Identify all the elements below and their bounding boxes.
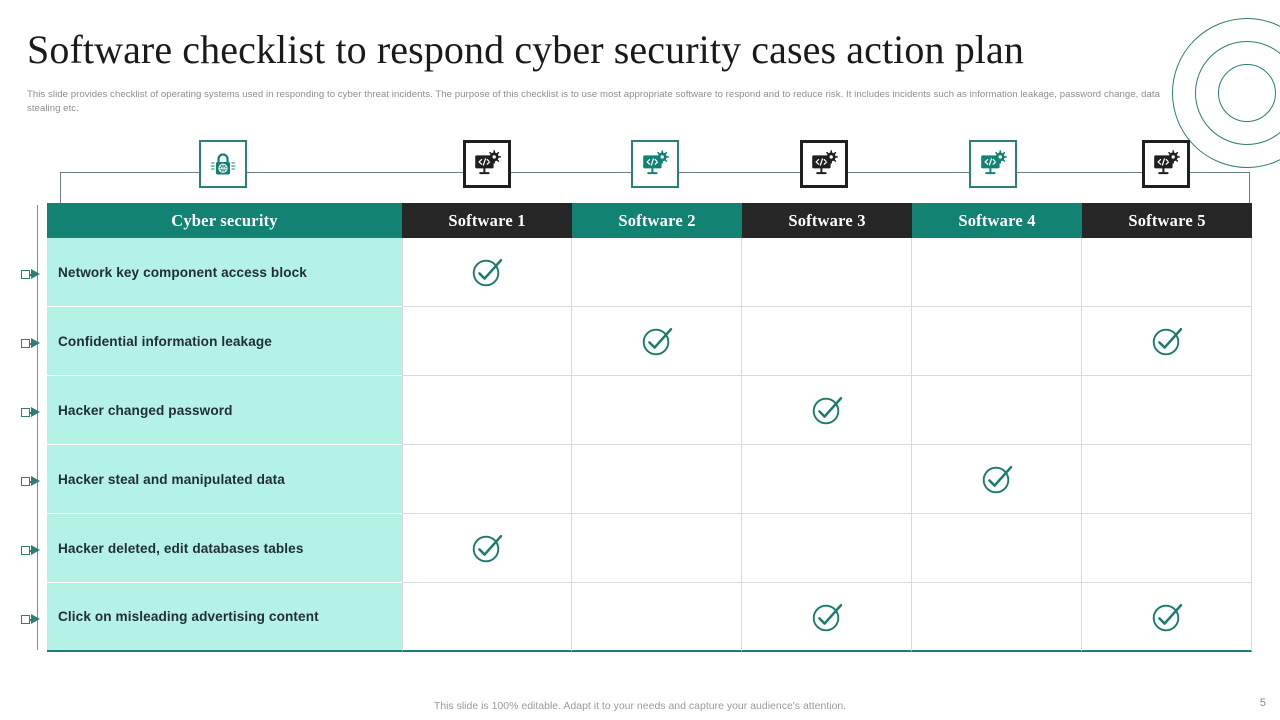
footer-note: This slide is 100% editable. Adapt it to… (433, 700, 847, 712)
table-header-software-4[interactable]: Software 4 (912, 203, 1082, 238)
checked-cell[interactable] (402, 514, 572, 583)
monitor-code-gear-icon (1142, 140, 1190, 188)
empty-cell[interactable] (742, 445, 912, 514)
table-header-cyber-security[interactable]: Cyber security (47, 203, 402, 238)
page-subtitle: This slide provides checklist of operati… (27, 89, 1160, 114)
table-row: Hacker changed password (47, 376, 1252, 445)
arrow-head (31, 338, 40, 348)
checked-cell[interactable] (742, 583, 912, 652)
empty-cell[interactable] (912, 238, 1082, 307)
row-arrow-marker (21, 269, 45, 281)
checked-cell[interactable] (742, 376, 912, 445)
empty-cell[interactable] (742, 307, 912, 376)
table-header-software-1[interactable]: Software 1 (402, 203, 572, 238)
empty-cell[interactable] (1082, 376, 1252, 445)
table-row: Hacker deleted, edit databases tables (47, 514, 1252, 583)
check-circle-icon (809, 392, 845, 428)
empty-cell[interactable] (912, 514, 1082, 583)
table-header-software-3[interactable]: Software 3 (742, 203, 912, 238)
page-number: 5 (1259, 697, 1266, 709)
empty-cell[interactable] (1082, 514, 1252, 583)
row-label: Confidential information leakage (47, 307, 402, 376)
empty-cell[interactable] (742, 238, 912, 307)
rail-left-drop-line (60, 172, 61, 208)
check-circle-icon (1149, 323, 1185, 359)
empty-cell[interactable] (402, 445, 572, 514)
checked-cell[interactable] (402, 238, 572, 307)
row-arrow-marker (21, 545, 45, 557)
table-row: Hacker steal and manipulated data (47, 445, 1252, 514)
empty-cell[interactable] (572, 376, 742, 445)
check-circle-icon (469, 254, 505, 290)
row-label: Hacker changed password (47, 376, 402, 445)
empty-cell[interactable] (402, 307, 572, 376)
ring-inner (1218, 64, 1276, 122)
checked-cell[interactable] (1082, 307, 1252, 376)
row-arrow-marker (21, 476, 45, 488)
empty-cell[interactable] (572, 583, 742, 652)
row-arrow-marker (21, 407, 45, 419)
empty-cell[interactable] (402, 583, 572, 652)
arrow-head (31, 545, 40, 555)
monitor-code-gear-icon (631, 140, 679, 188)
empty-cell[interactable] (402, 376, 572, 445)
table-row: Confidential information leakage (47, 307, 1252, 376)
empty-cell[interactable] (912, 376, 1082, 445)
page-title: Software checklist to respond cyber secu… (27, 27, 1024, 72)
table-header-software-5[interactable]: Software 5 (1082, 203, 1252, 238)
arrow-head (31, 614, 40, 624)
empty-cell[interactable] (742, 514, 912, 583)
top-connector-rail (0, 140, 1280, 212)
arrow-head (31, 407, 40, 417)
check-circle-icon (979, 461, 1015, 497)
table-row: Click on misleading advertising content (47, 583, 1252, 652)
empty-cell[interactable] (1082, 445, 1252, 514)
checked-cell[interactable] (1082, 583, 1252, 652)
checked-cell[interactable] (912, 445, 1082, 514)
table-row: Network key component access block (47, 238, 1252, 307)
monitor-code-gear-icon (969, 140, 1017, 188)
check-circle-icon (639, 323, 675, 359)
row-arrow-marker (21, 614, 45, 626)
row-label: Click on misleading advertising content (47, 583, 402, 652)
row-label: Hacker deleted, edit databases tables (47, 514, 402, 583)
row-label: Hacker steal and manipulated data (47, 445, 402, 514)
table-header-software-2[interactable]: Software 2 (572, 203, 742, 238)
check-circle-icon (1149, 599, 1185, 635)
rail-right-drop-line (1249, 172, 1250, 208)
empty-cell[interactable] (912, 307, 1082, 376)
arrow-head (31, 476, 40, 486)
checked-cell[interactable] (572, 307, 742, 376)
empty-cell[interactable] (572, 445, 742, 514)
row-arrow-marker (21, 338, 45, 350)
empty-cell[interactable] (912, 583, 1082, 652)
ring-middle (1195, 41, 1280, 145)
monitor-code-gear-icon (463, 140, 511, 188)
empty-cell[interactable] (572, 514, 742, 583)
empty-cell[interactable] (1082, 238, 1252, 307)
left-connector-rail (37, 205, 38, 650)
row-label: Network key component access block (47, 238, 402, 307)
empty-cell[interactable] (572, 238, 742, 307)
arrow-head (31, 269, 40, 279)
monitor-code-gear-icon (800, 140, 848, 188)
padlock-network-icon (199, 140, 247, 188)
check-circle-icon (809, 599, 845, 635)
check-circle-icon (469, 530, 505, 566)
